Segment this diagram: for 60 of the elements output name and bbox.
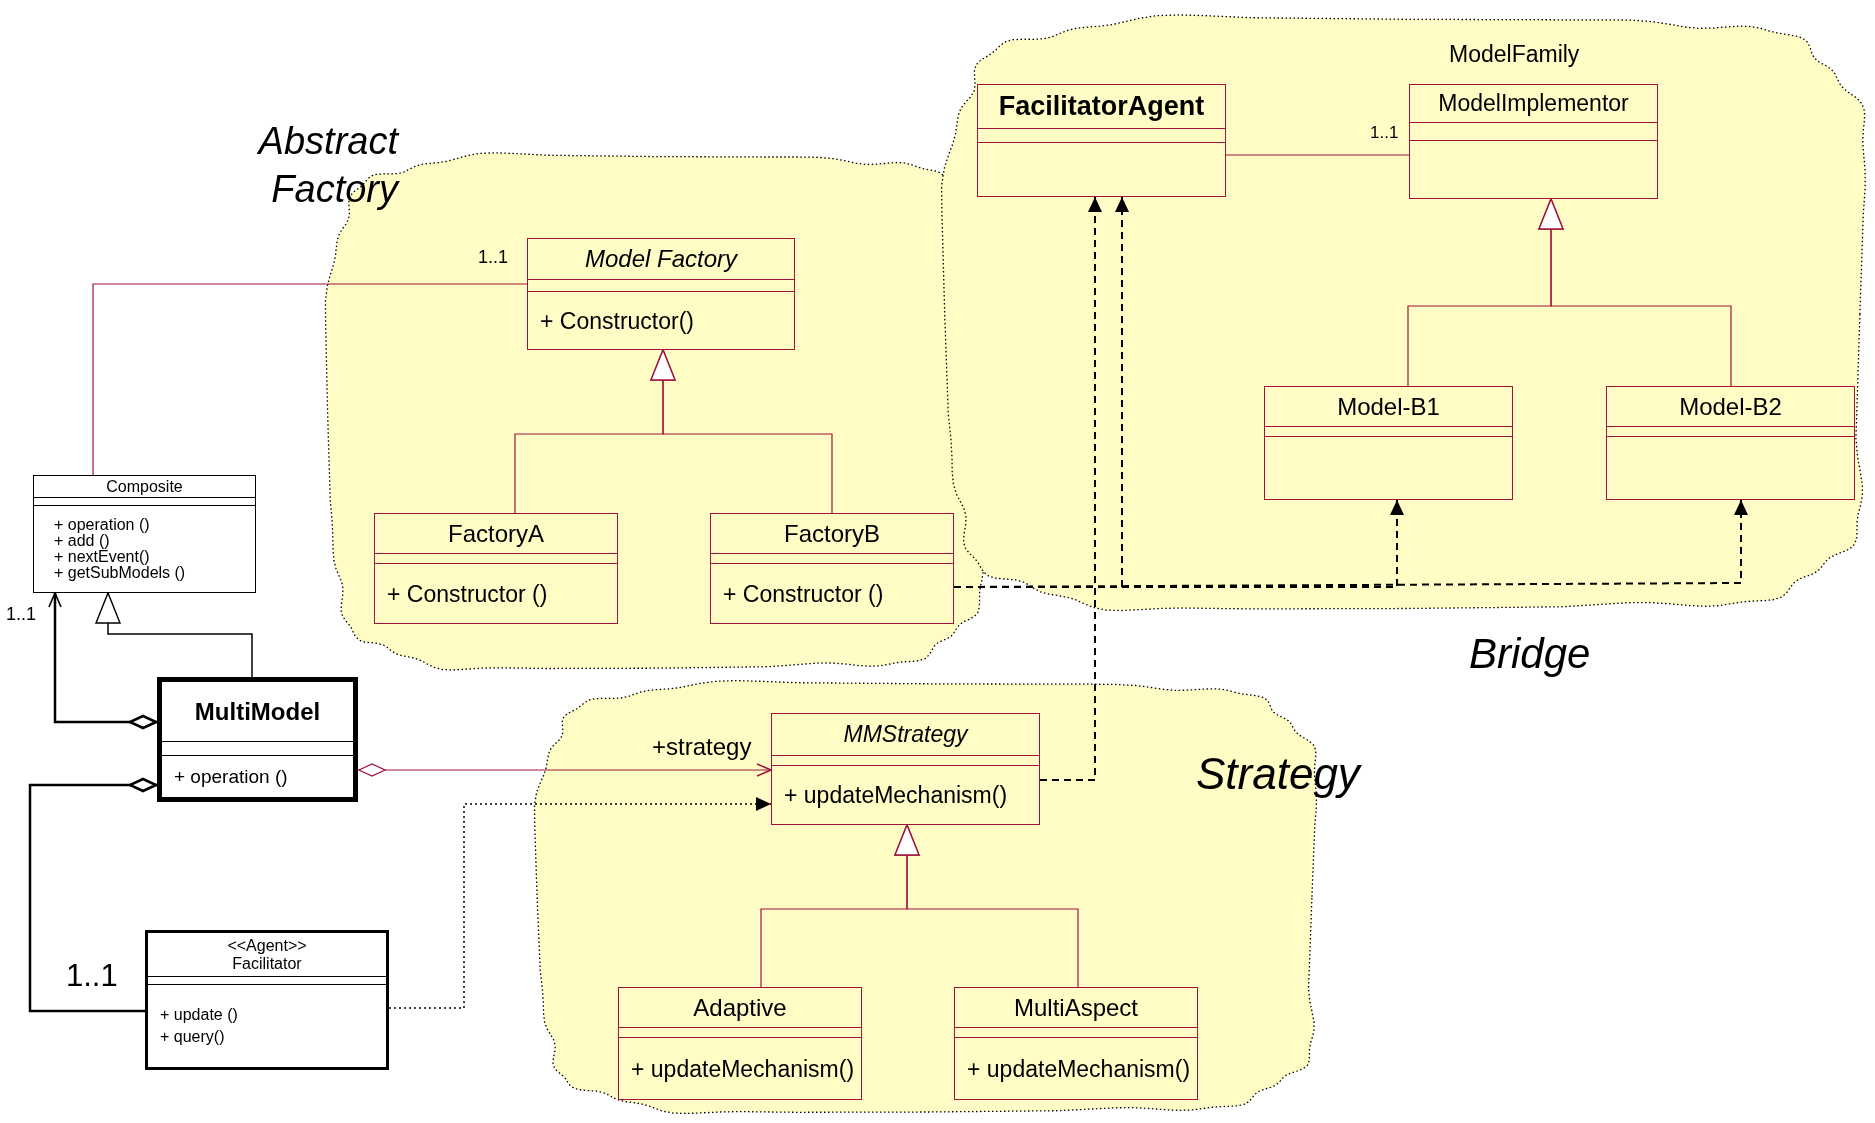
class-box — [157, 677, 358, 802]
class-box — [145, 930, 389, 1070]
edge-label: 1..1 — [1370, 122, 1399, 144]
operation-text: + Constructor () — [723, 579, 884, 609]
class-name: MMStrategy — [843, 723, 968, 746]
class-box — [1606, 386, 1855, 500]
class-name: Composite — [106, 478, 183, 495]
pattern-title: Strategy — [1196, 748, 1363, 800]
operation-text: + updateMechanism() — [967, 1054, 1191, 1084]
operation-text: + nextEvent() — [54, 549, 150, 565]
class-name: Model-B2 — [1679, 394, 1782, 419]
class-box — [954, 987, 1198, 1100]
class-name: Model-B1 — [1337, 394, 1440, 419]
class-box — [1264, 386, 1513, 500]
class-name: FactoryB — [784, 521, 880, 546]
operation-text: + add () — [54, 533, 110, 549]
class-box — [618, 987, 862, 1100]
class-name: Adaptive — [693, 995, 787, 1020]
association-line — [357, 763, 772, 777]
edge-label: 1..1 — [478, 246, 509, 269]
operation-text: + Constructor () — [387, 579, 548, 609]
association-line — [28, 777, 158, 1013]
pattern-title: Abstract Factory — [256, 119, 398, 212]
class-name: MultiModel — [194, 699, 321, 724]
association-line — [894, 824, 1079, 988]
package-name: ModelFamily — [1449, 40, 1581, 69]
class-box — [977, 84, 1226, 197]
class-name: ModelImplementor — [1438, 92, 1629, 115]
class-name: FacilitatorAgent — [998, 93, 1205, 120]
association-line — [1225, 154, 1410, 156]
class-box — [527, 238, 795, 350]
association-line — [92, 283, 528, 476]
class-box — [1409, 84, 1658, 199]
dependency-arrow — [1039, 196, 1102, 781]
class-name: FactoryA — [448, 521, 544, 546]
operation-text: + update () — [160, 1005, 238, 1025]
operation-text: + operation () — [174, 765, 288, 789]
operation-text: + updateMechanism() — [784, 781, 1008, 810]
operation-text: + query() — [160, 1027, 225, 1047]
class-name: MultiAspect — [1013, 995, 1138, 1020]
class-name: Facilitator — [232, 955, 302, 972]
operation-text: + updateMechanism() — [631, 1054, 855, 1084]
class-box — [33, 475, 256, 593]
class-box — [771, 713, 1040, 825]
operation-text: + getSubModels () — [54, 565, 186, 581]
stereotype-text: <<Agent>> — [227, 937, 307, 954]
class-box — [374, 513, 618, 624]
operation-text: + Constructor() — [540, 306, 694, 336]
edge-label: 1..1 — [66, 957, 118, 995]
operation-text: + operation () — [54, 517, 150, 533]
pattern-title: Bridge — [1469, 629, 1592, 679]
edge-label: +strategy — [652, 732, 752, 762]
class-name: Model Factory — [584, 247, 738, 271]
dependency-arrow — [388, 797, 772, 1009]
association-line — [650, 349, 833, 514]
edge-label: 1..1 — [6, 603, 37, 626]
class-box — [710, 513, 954, 624]
association-line — [1538, 198, 1732, 387]
association-line — [48, 592, 158, 730]
association-line — [95, 592, 253, 678]
